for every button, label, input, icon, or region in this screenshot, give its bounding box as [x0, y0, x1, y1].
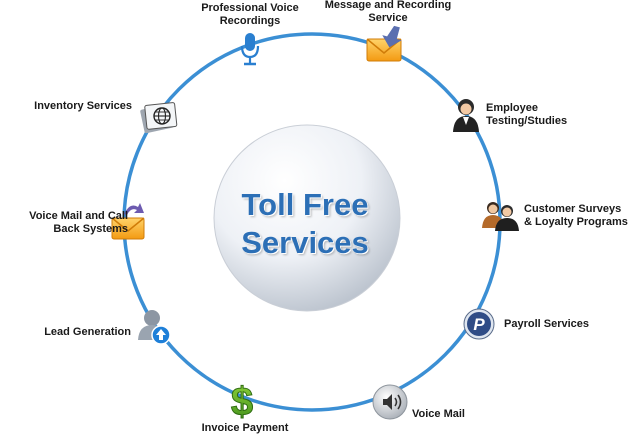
center-title: Toll Free Services [241, 187, 369, 260]
label-employee-testing-studies[interactable]: Employee Testing/Studies [486, 102, 568, 127]
people-icon[interactable] [482, 202, 519, 231]
microphone-icon[interactable] [240, 33, 260, 66]
label-payroll-services[interactable]: Payroll Services [504, 318, 590, 330]
label-message-and-recording-service[interactable]: Message and Recording Service [324, 0, 452, 24]
svg-text:P: P [473, 315, 485, 334]
user-upload-icon[interactable] [138, 310, 171, 345]
envelope-callback-icon[interactable] [111, 203, 145, 240]
speaker-icon[interactable] [372, 384, 408, 420]
label-voice-mail[interactable]: Voice Mail [412, 408, 465, 420]
payroll-p-icon[interactable]: P [463, 308, 495, 340]
envelope-arrow-icon[interactable] [366, 24, 405, 62]
label-invoice-payment[interactable]: Invoice Payment [201, 422, 289, 434]
label-voice-mail-call-back[interactable]: Voice Mail and Call Back Systems [29, 210, 128, 235]
label-professional-voice-recordings[interactable]: Professional Voice Recordings [201, 2, 299, 27]
person-icon[interactable] [453, 99, 479, 132]
svg-text:$: $ [231, 380, 253, 424]
label-lead-generation[interactable]: Lead Generation [44, 326, 131, 338]
dollar-icon[interactable]: $ [230, 380, 253, 425]
center-sphere [213, 124, 401, 312]
label-inventory-services[interactable]: Inventory Services [34, 100, 132, 112]
globe-cards-icon[interactable] [140, 102, 178, 134]
label-customer-surveys-loyalty[interactable]: Customer Surveys & Loyalty Programs [524, 203, 628, 228]
